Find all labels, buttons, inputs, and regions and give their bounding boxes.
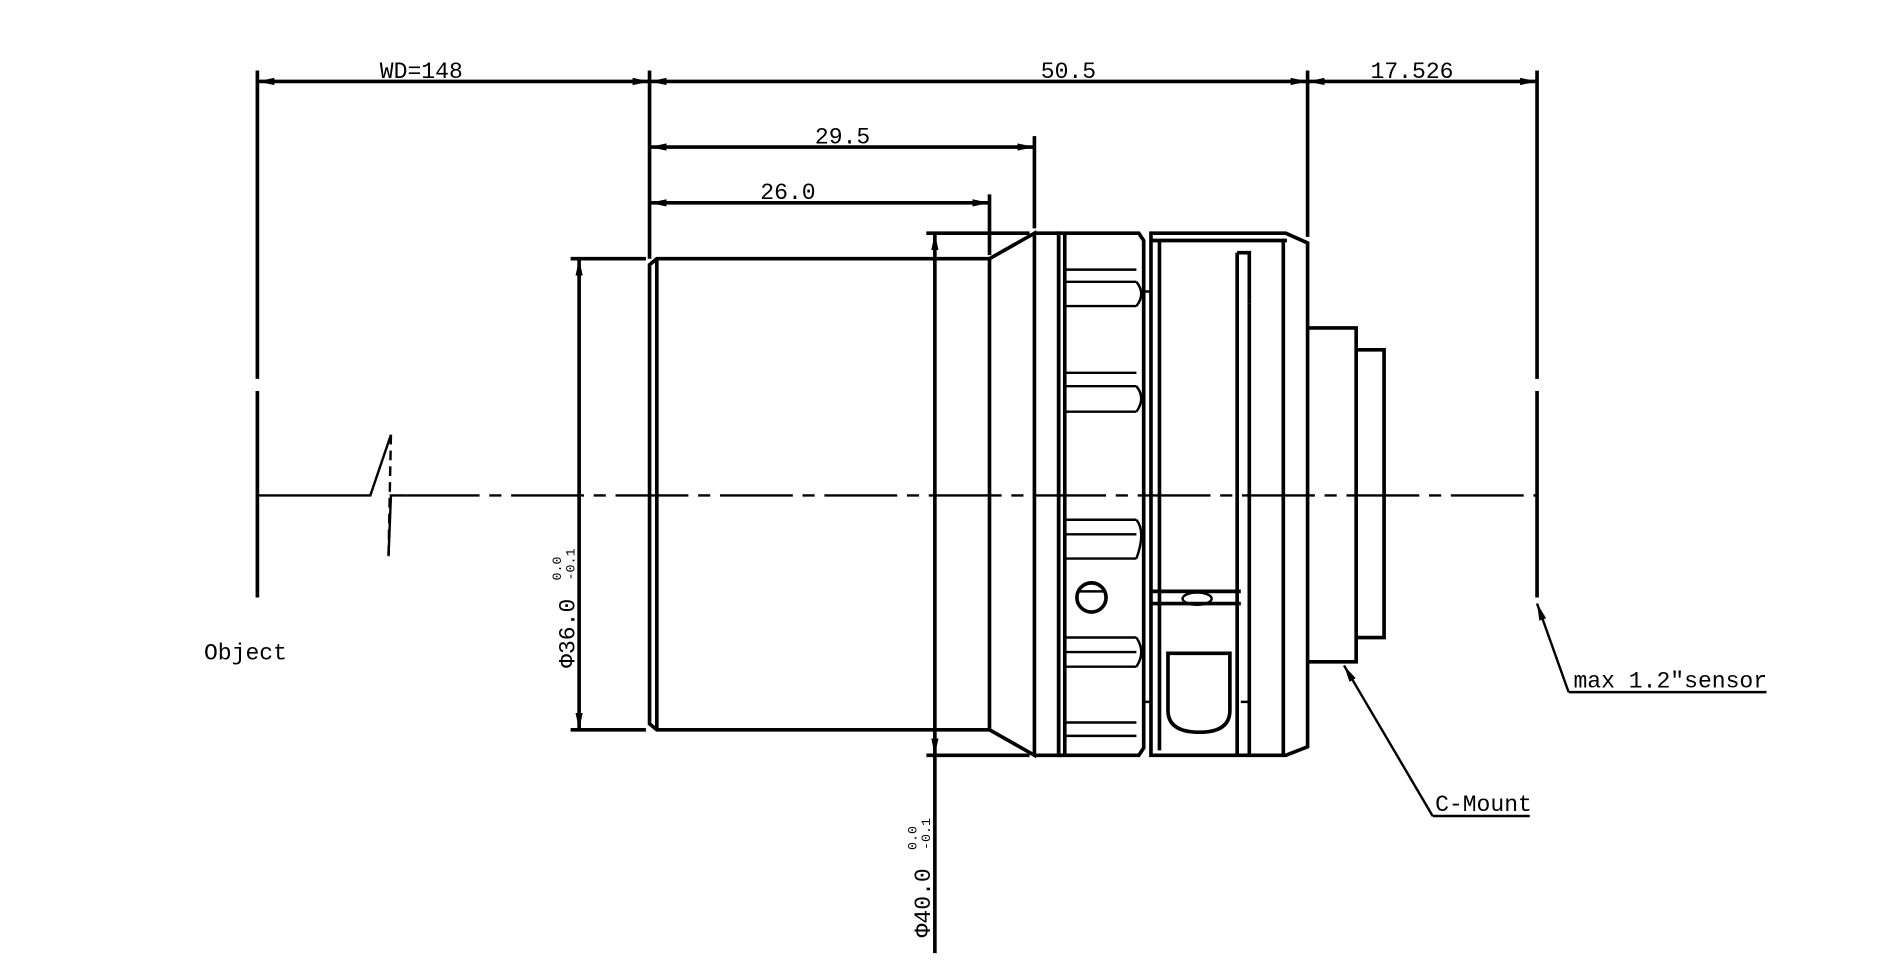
extension-lines — [255, 70, 1539, 598]
dim-working-distance: WD=148 — [380, 59, 463, 85]
focus-ring — [1056, 231, 1146, 758]
dim-diameter-36: Φ36.0 0.0 -0.1 — [551, 548, 581, 667]
dim-diameter-40: Φ40.0 0.0 -0.1 — [907, 818, 937, 937]
object-label: Object — [204, 640, 287, 666]
lens-barrel — [647, 230, 1061, 759]
dimension-lines — [257, 77, 1538, 954]
dim-26-0: 26.0 — [760, 180, 815, 206]
optical-axis — [257, 434, 1538, 557]
leader-lines — [1342, 603, 1767, 818]
c-mount-label: C-Mount — [1435, 792, 1532, 818]
tol-upper: 0.0 — [551, 556, 566, 580]
svg-text:Φ36.0: Φ36.0 — [555, 599, 581, 668]
dim-lens-length: 50.5 — [1041, 59, 1096, 85]
c-mount-thread — [1307, 326, 1386, 664]
tol-upper: 0.0 — [907, 826, 922, 850]
rear-housing — [1143, 231, 1310, 758]
lock-screw-icon — [1075, 581, 1108, 614]
tol-lower: -0.1 — [564, 548, 579, 580]
svg-text:Φ40.0: Φ40.0 — [911, 868, 937, 937]
dim-flange-back: 17.526 — [1371, 59, 1454, 85]
sensor-label: max 1.2″sensor — [1573, 668, 1767, 694]
tol-lower: -0.1 — [920, 818, 935, 850]
dim-29-5: 29.5 — [815, 124, 870, 150]
